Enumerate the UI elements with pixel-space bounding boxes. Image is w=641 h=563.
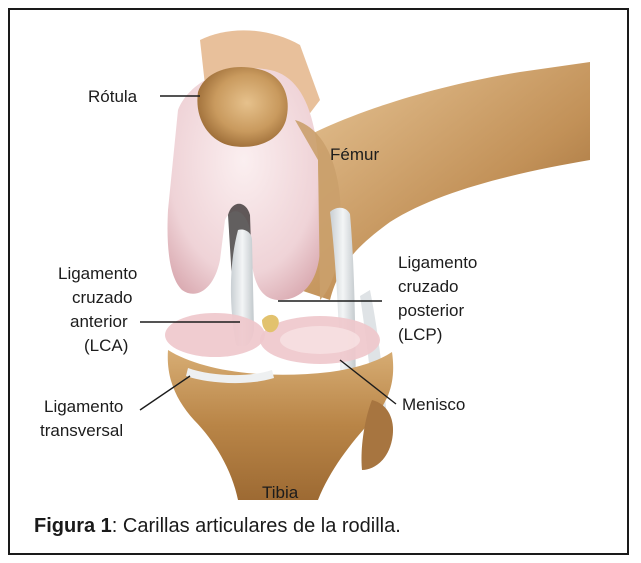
label-transversal-line2: transversal bbox=[40, 421, 123, 440]
label-lcp: Ligamento cruzado posterior (LCP) bbox=[398, 253, 477, 344]
patella-bone bbox=[197, 67, 287, 147]
label-lca-line2: cruzado bbox=[72, 288, 132, 307]
meniscus-medial bbox=[165, 313, 265, 357]
label-lcp-line1: Ligamento bbox=[398, 253, 477, 272]
label-lcp-line4: (LCP) bbox=[398, 325, 442, 344]
label-lcp-line3: posterior bbox=[398, 301, 464, 320]
label-lca-line1: Ligamento bbox=[58, 264, 137, 283]
figure-caption: Figura 1: Carillas articulares de la rod… bbox=[34, 515, 401, 538]
label-tibia: Tibia bbox=[262, 483, 299, 502]
label-transversal: Ligamento transversal bbox=[40, 397, 123, 440]
label-lca: Ligamento cruzado anterior (LCA) bbox=[58, 264, 137, 355]
label-rotula: Rótula bbox=[88, 87, 138, 106]
label-lca-line4: (LCA) bbox=[84, 336, 128, 355]
label-lca-line3: anterior bbox=[70, 312, 128, 331]
label-menisco: Menisco bbox=[402, 395, 465, 414]
label-transversal-line1: Ligamento bbox=[44, 397, 123, 416]
label-lcp-line2: cruzado bbox=[398, 277, 458, 296]
label-femur: Fémur bbox=[330, 145, 379, 164]
caption-bold: Figura 1 bbox=[34, 515, 112, 537]
caption-text: : Carillas articulares de la rodilla. bbox=[112, 515, 401, 537]
